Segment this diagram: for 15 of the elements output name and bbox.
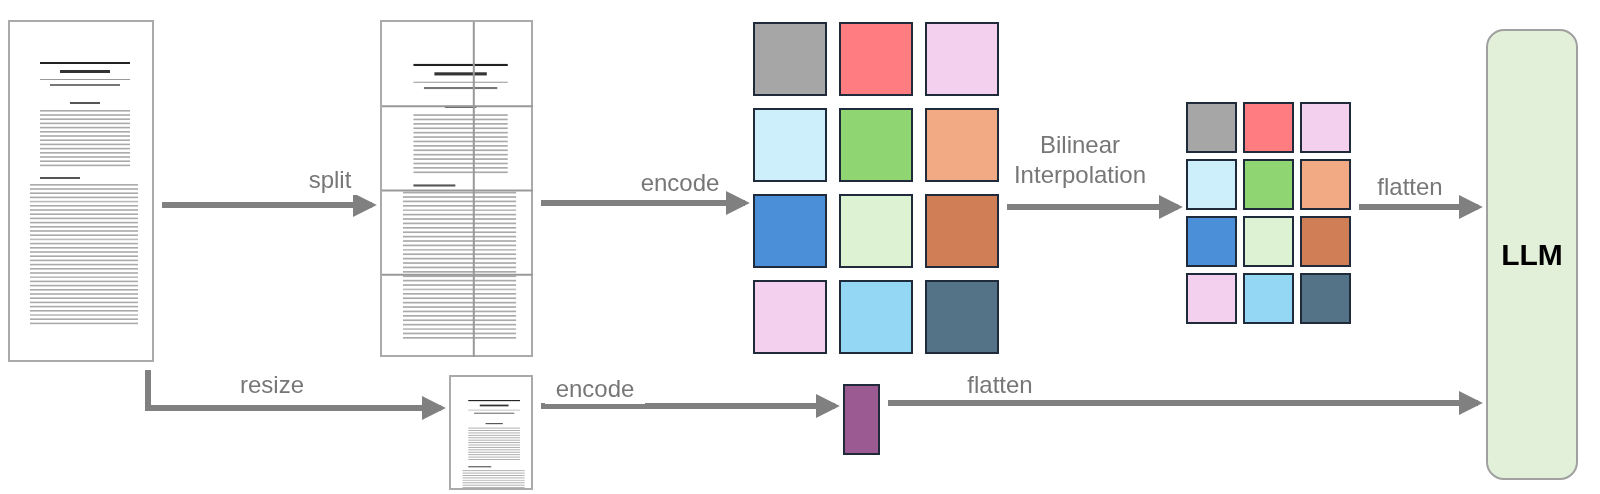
feature-grid-drawing [1186, 102, 1351, 324]
paper-page-drawing [8, 20, 154, 362]
split-page-tiles-drawing [380, 20, 533, 357]
arrow [1359, 195, 1483, 219]
arrow [1007, 195, 1183, 219]
arrow [541, 394, 840, 418]
page-thumbnail-drawing [449, 375, 533, 490]
llm-box [1486, 29, 1578, 480]
model-label: LLM [1501, 237, 1563, 272]
arrow [162, 193, 377, 217]
arrow [541, 191, 750, 215]
arrow [888, 391, 1483, 415]
arrow [145, 370, 446, 420]
feature-patch [843, 384, 880, 455]
feature-grid-drawing [753, 22, 999, 354]
